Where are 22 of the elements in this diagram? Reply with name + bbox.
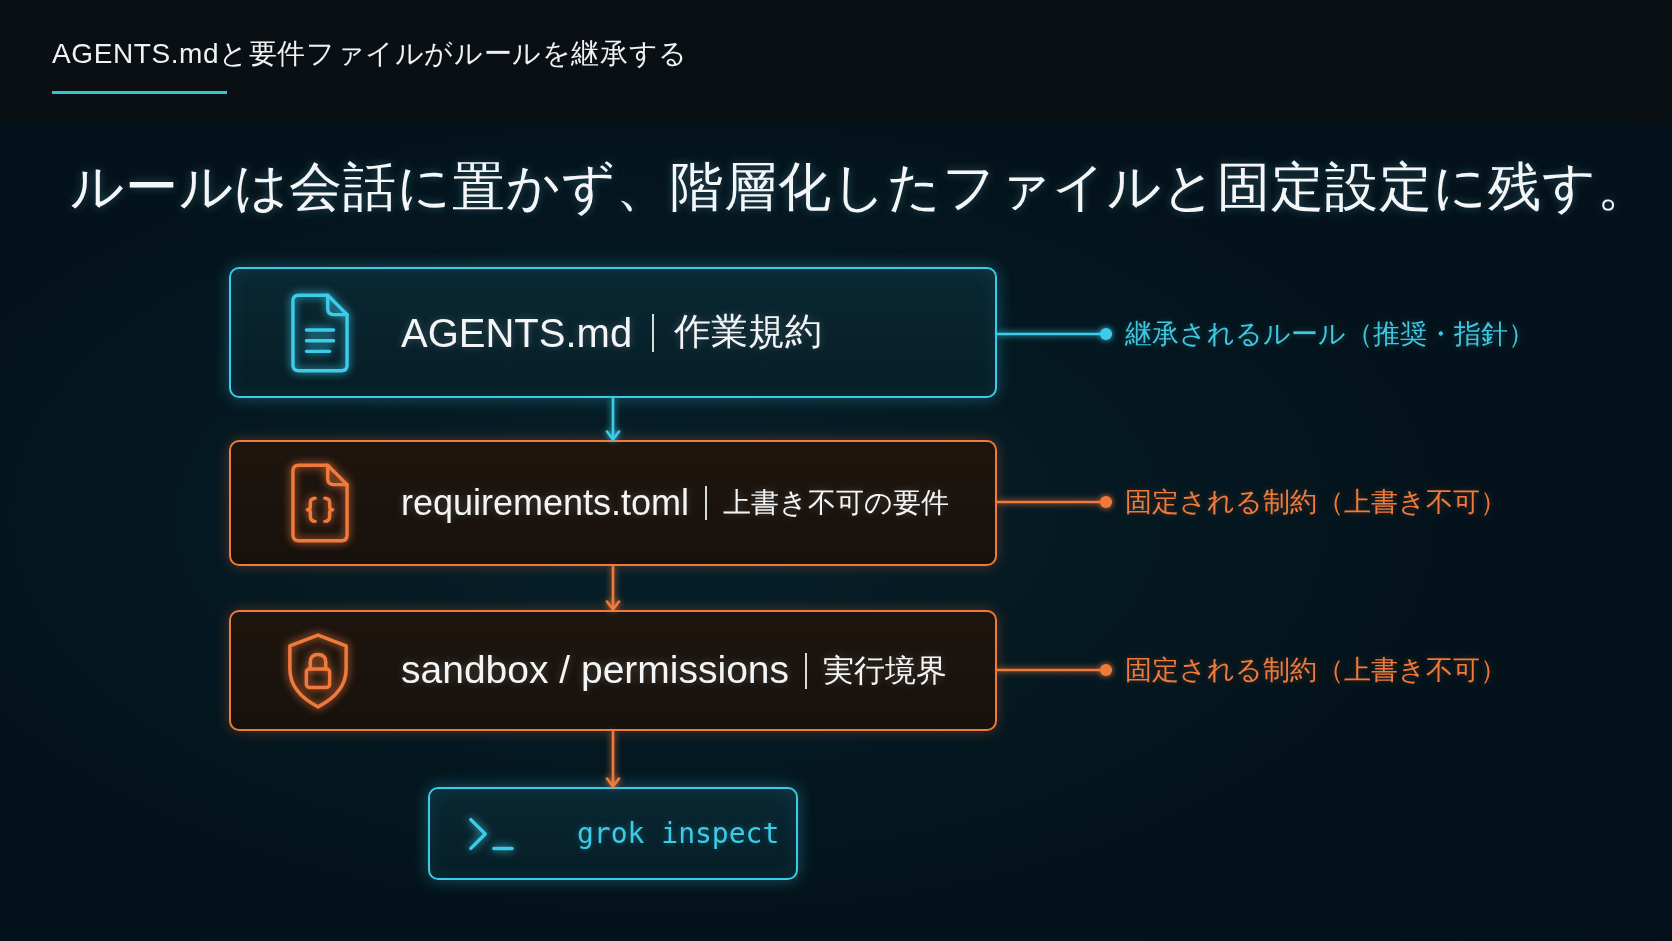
connector-line	[997, 328, 1112, 340]
annotation-text: 固定される制約（上書き不可）	[1112, 482, 1507, 522]
layer-box	[229, 440, 997, 566]
annotation-text: 固定される制約（上書き不可）	[1112, 650, 1507, 690]
description-text: 作業規約	[674, 310, 823, 355]
header-text: AGENTS.mdと要件ファイルがルールを継承する	[52, 37, 688, 71]
command-box	[428, 787, 798, 880]
connector-arrow	[605, 731, 621, 788]
layer-box	[229, 610, 997, 731]
connector-line	[997, 664, 1112, 676]
command-text: grok inspect	[577, 816, 780, 851]
connector-line	[997, 496, 1112, 508]
file-name: AGENTS.md	[401, 309, 633, 357]
connector-arrow	[605, 566, 621, 611]
file-name: sandbox / permissions	[401, 647, 790, 694]
description-text: 実行境界	[823, 651, 948, 690]
description-text: 上書き不可の要件	[723, 486, 950, 520]
annotation-text: 継承されるルール（推奨・指針）	[1112, 314, 1535, 354]
connector-arrow	[605, 398, 621, 441]
slide-title: ルールは会話に置かず、階層化したファイルと固定設定に残す。	[70, 156, 1651, 218]
layer-box	[229, 267, 997, 398]
file-name: requirements.toml	[401, 481, 690, 525]
